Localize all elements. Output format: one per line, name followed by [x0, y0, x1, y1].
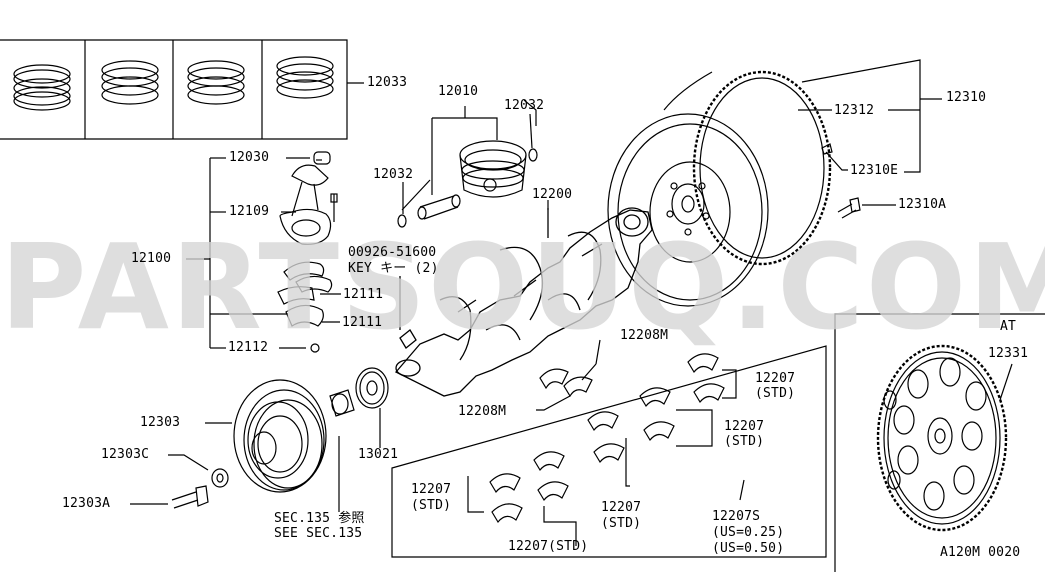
- label-12303A: 12303A: [62, 496, 111, 511]
- crankshaft: [394, 207, 653, 397]
- rod-bearings: [277, 261, 341, 327]
- rod-nut: [279, 343, 320, 353]
- label-12033: 12033: [367, 75, 408, 90]
- label-12207-4: 12207: [601, 500, 642, 515]
- label-12310E: 12310E: [850, 163, 899, 178]
- label-12030: 12030: [229, 150, 270, 165]
- piston-pin: [417, 194, 461, 220]
- label-12032-left: 12032: [373, 167, 414, 182]
- crank-nut: [329, 389, 355, 417]
- label-12109: 12109: [229, 204, 270, 219]
- ring-gear: [663, 59, 942, 266]
- piston-rings-box: [0, 39, 364, 140]
- label-sec135-jp: SEC.135 参照: [274, 511, 365, 526]
- label-12310: 12310: [946, 90, 987, 105]
- ring-set-4: [276, 56, 334, 99]
- label-at: AT: [1000, 319, 1017, 334]
- pulley-bolt: [130, 485, 209, 509]
- ring-set-3: [187, 60, 245, 105]
- label-13021: 13021: [358, 447, 399, 462]
- label-12112: 12112: [228, 340, 269, 355]
- label-12111-b: 12111: [342, 315, 383, 330]
- label-12207-3: 12207: [411, 482, 452, 497]
- label-12310A: 12310A: [898, 197, 947, 212]
- main-bearings: [467, 339, 745, 546]
- label-12208M-bottom: 12208M: [458, 404, 507, 419]
- connecting-rod: [279, 151, 338, 245]
- label-12208M-top: 12208M: [620, 328, 669, 343]
- label-12207-1-std: (STD): [755, 386, 796, 401]
- label-12207-5: 12207(STD): [508, 539, 589, 554]
- label-us-050: (US=0.50): [712, 541, 785, 556]
- label-00926-51600: 00926-51600: [348, 245, 437, 260]
- label-12331: 12331: [988, 346, 1029, 361]
- label-12111-a: 12111: [343, 287, 384, 302]
- label-12010: 12010: [438, 84, 479, 99]
- label-us-025: (US=0.25): [712, 525, 785, 540]
- label-12207-4-std: (STD): [601, 516, 642, 531]
- label-12100: 12100: [131, 251, 172, 266]
- ring-set-1: [13, 64, 71, 111]
- crank-sprocket: [355, 367, 389, 448]
- flywheel-bolt: [837, 197, 896, 219]
- label-12303C: 12303C: [101, 447, 150, 462]
- crank-pulley: [205, 379, 340, 512]
- label-12207-2-std: (STD): [724, 434, 765, 449]
- label-12312: 12312: [834, 103, 875, 118]
- label-see-sec135: SEE SEC.135: [274, 526, 363, 541]
- bracket-12100: [186, 157, 310, 349]
- at-box: [834, 313, 1045, 572]
- leader-lines: [316, 99, 549, 211]
- label-12207-2: 12207: [724, 419, 765, 434]
- ring-set-2: [101, 60, 159, 105]
- label-12207-3-std: (STD): [411, 498, 452, 513]
- drive-plate: [876, 344, 1013, 532]
- label-12032-top: 12032: [504, 98, 545, 113]
- label-12207S: 12207S: [712, 509, 761, 524]
- label-12303: 12303: [140, 415, 181, 430]
- diagram-code: A120M 0020: [940, 545, 1021, 560]
- label-12207-1: 12207: [755, 371, 796, 386]
- label-key: KEY キー (2): [348, 261, 439, 276]
- main-bearings-box: [391, 345, 827, 558]
- pulley-washer: [168, 454, 229, 488]
- label-12200: 12200: [532, 187, 573, 202]
- piston: [431, 106, 527, 198]
